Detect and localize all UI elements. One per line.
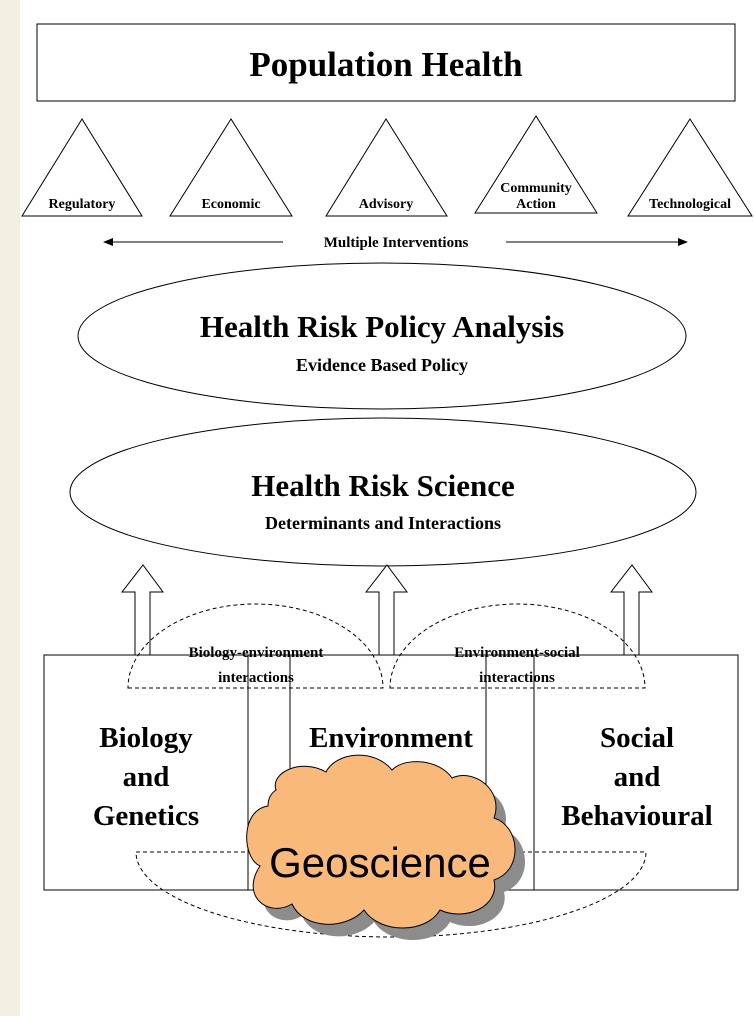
up-arrow-social — [609, 564, 653, 656]
geoscience-cloud: Geoscience — [246, 754, 526, 940]
biology-label-line3: Genetics — [93, 800, 199, 832]
triangle-shape — [474, 115, 598, 214]
social-label-line2: and — [614, 761, 661, 793]
triangle-shape — [21, 118, 143, 217]
economic-label: Economic — [201, 197, 260, 212]
geoscience-label: Geoscience — [269, 839, 491, 886]
environment-label: Environment — [309, 722, 473, 754]
triangle-shape — [627, 118, 753, 217]
bio-env-label-line1: Biology-environment — [189, 645, 324, 661]
bio-env-label-line2: interactions — [218, 670, 294, 686]
intervention-advisory: Advisory — [325, 118, 448, 217]
triangle-shape — [169, 118, 293, 217]
risk-science-ellipse — [69, 417, 697, 567]
population-health-title: Population Health — [249, 45, 522, 84]
triangle-shape — [325, 118, 448, 217]
env-social-dashed-dome — [389, 603, 646, 689]
advisory-label: Advisory — [359, 197, 413, 212]
env-social-label-line2: interactions — [479, 670, 555, 686]
policy-analysis-subtitle: Evidence Based Policy — [296, 355, 468, 375]
multiple-interventions-label: Multiple Interventions — [324, 235, 469, 251]
population-health-box — [36, 23, 736, 102]
social-label-line3: Behavioural — [561, 800, 712, 832]
technological-label: Technological — [649, 197, 731, 212]
bio-env-dashed-dome — [127, 603, 384, 689]
action-label: Action — [516, 197, 556, 212]
policy-analysis-title: Health Risk Policy Analysis — [200, 309, 564, 344]
intervention-community-action: Community Action — [474, 115, 598, 214]
cloud-shape — [246, 754, 516, 929]
risk-science-subtitle: Determinants and Interactions — [265, 513, 501, 533]
up-arrow-environment — [364, 564, 408, 656]
intervention-economic: Economic — [169, 118, 293, 217]
intervention-technological: Technological — [627, 118, 753, 217]
regulatory-label: Regulatory — [49, 197, 116, 212]
community-label: Community — [500, 181, 572, 196]
social-box — [533, 654, 739, 891]
env-social-label-line1: Environment-social — [454, 645, 580, 661]
biology-label-line1: Biology — [99, 722, 193, 754]
social-label-line1: Social — [600, 722, 674, 754]
risk-science-title: Health Risk Science — [251, 468, 515, 503]
intervention-regulatory: Regulatory — [21, 118, 143, 217]
policy-analysis-ellipse — [77, 262, 687, 410]
biology-label-line2: and — [123, 761, 170, 793]
up-arrow-biology — [120, 564, 164, 656]
